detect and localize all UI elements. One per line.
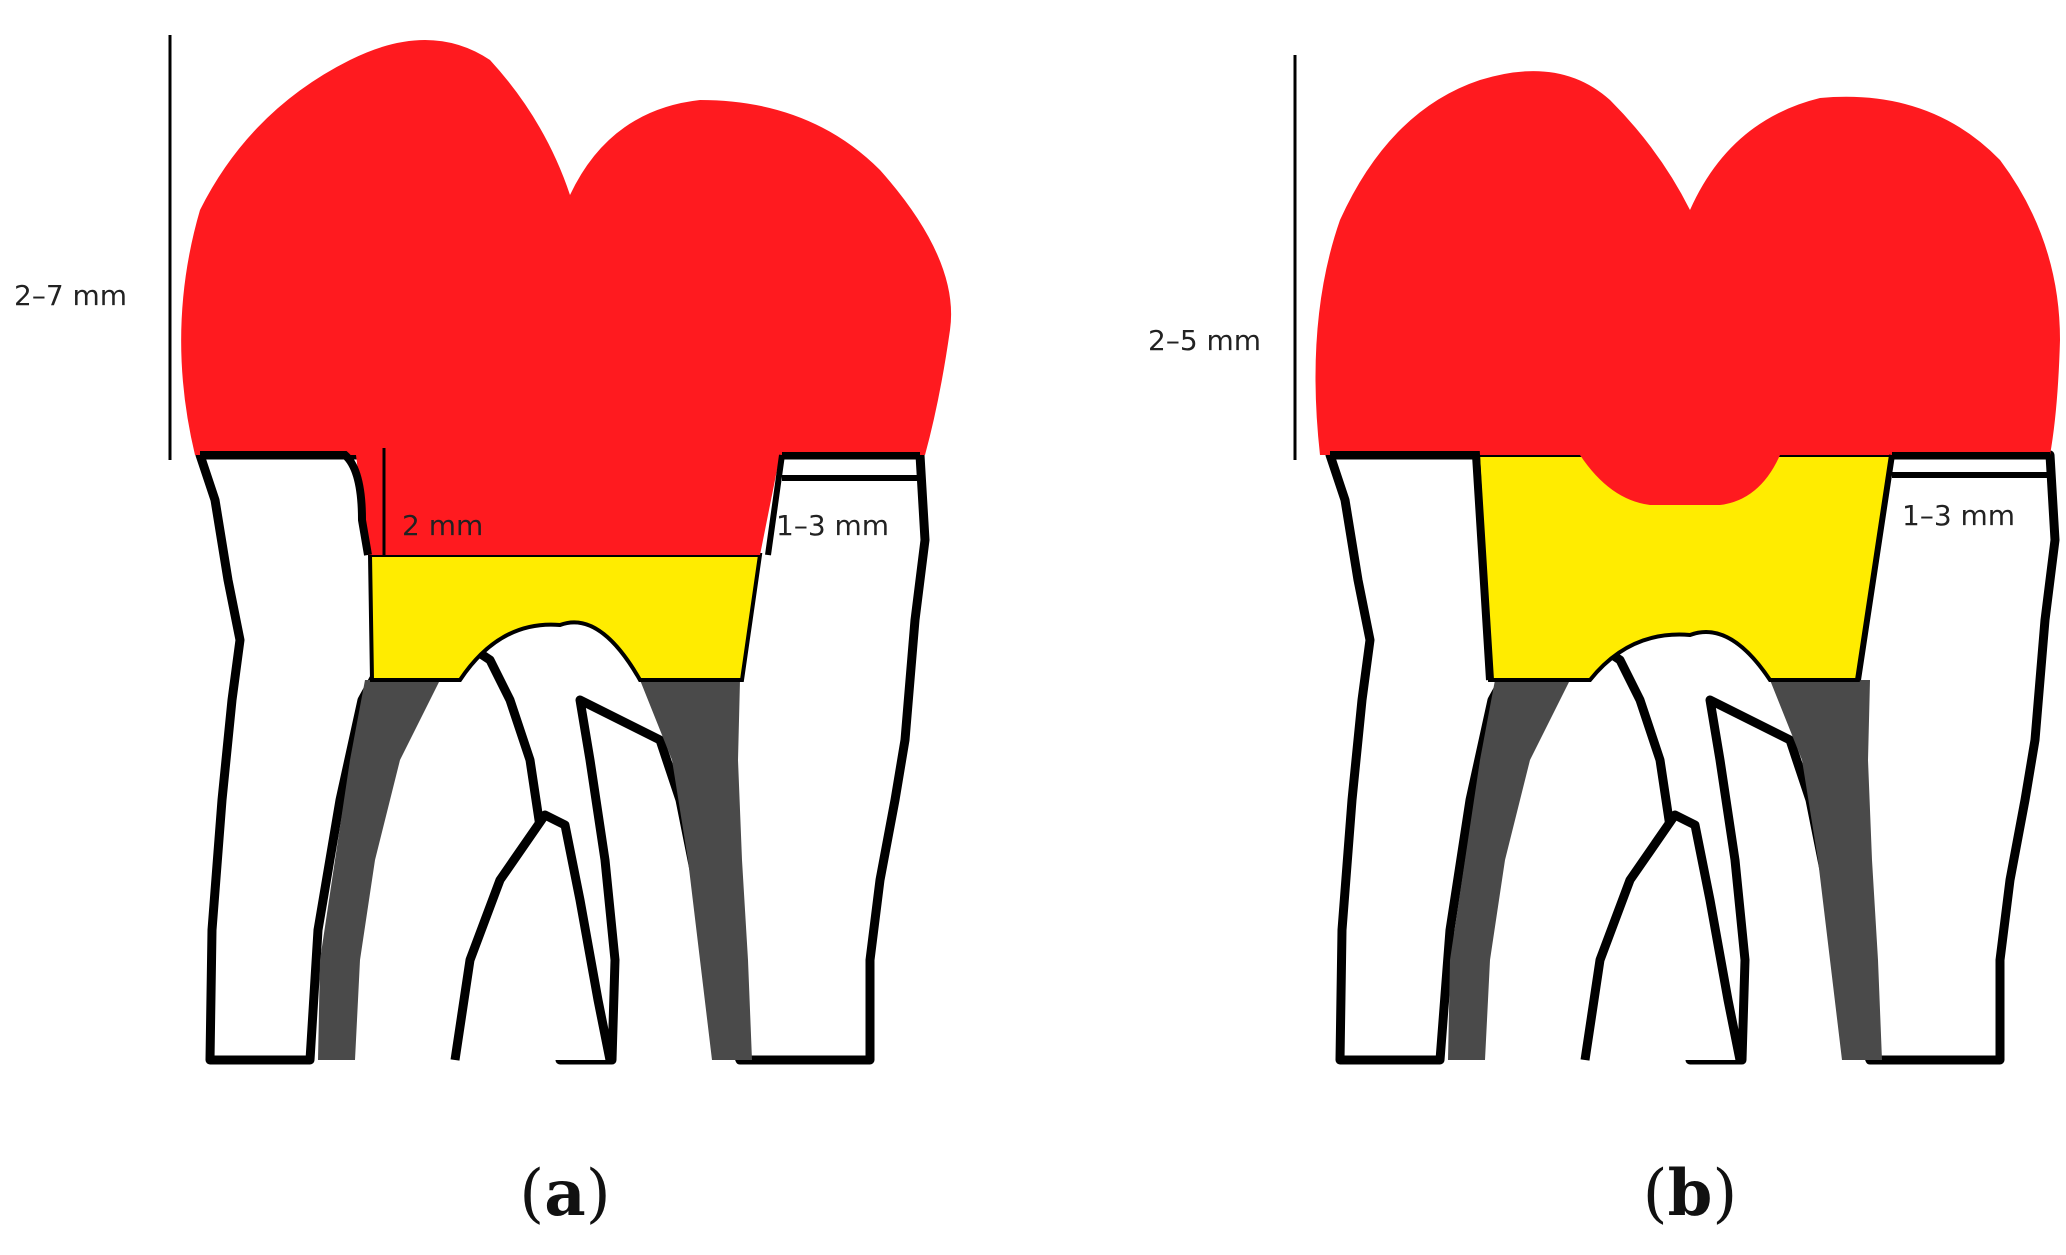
panel-a-cavity-wall-left <box>200 451 372 556</box>
panel-a: 2–7 mm 2 mm 1–3 mm (a) <box>14 35 952 1231</box>
panel-a-crown-height-label: 2–7 mm <box>14 279 127 312</box>
panel-a-caption: (a) <box>519 1156 610 1231</box>
panel-b-cavity-wall-right <box>1855 452 2050 681</box>
panel-b-crown-height-label: 2–5 mm <box>1148 324 1261 357</box>
panel-b-root-canal-right <box>1770 680 1882 1060</box>
panel-a-crown <box>181 40 952 555</box>
panel-a-wall-thickness-label: 1–3 mm <box>776 509 889 542</box>
panel-a-cavity-wall-right <box>765 452 925 556</box>
panel-b-wall-thickness-label: 1–3 mm <box>1902 499 2015 532</box>
panel-b-caption: (b) <box>1643 1156 1738 1231</box>
panel-b: 2–5 mm 1–3 mm (b) <box>1148 55 2060 1231</box>
panel-b-cavity-wall-left <box>1330 451 1494 681</box>
panel-b-furcation <box>1580 810 1745 1061</box>
panel-a-post-depth-label: 2 mm <box>402 509 483 542</box>
panel-b-root-canal-left <box>1448 680 1570 1060</box>
panel-a-core <box>367 553 763 682</box>
panel-b-core <box>1475 453 1895 682</box>
panel-a-furcation <box>450 810 615 1061</box>
panel-a-root-canal-left <box>318 680 440 1060</box>
panel-b-crown <box>1315 71 2060 506</box>
panel-a-root-canal-right <box>640 680 752 1060</box>
